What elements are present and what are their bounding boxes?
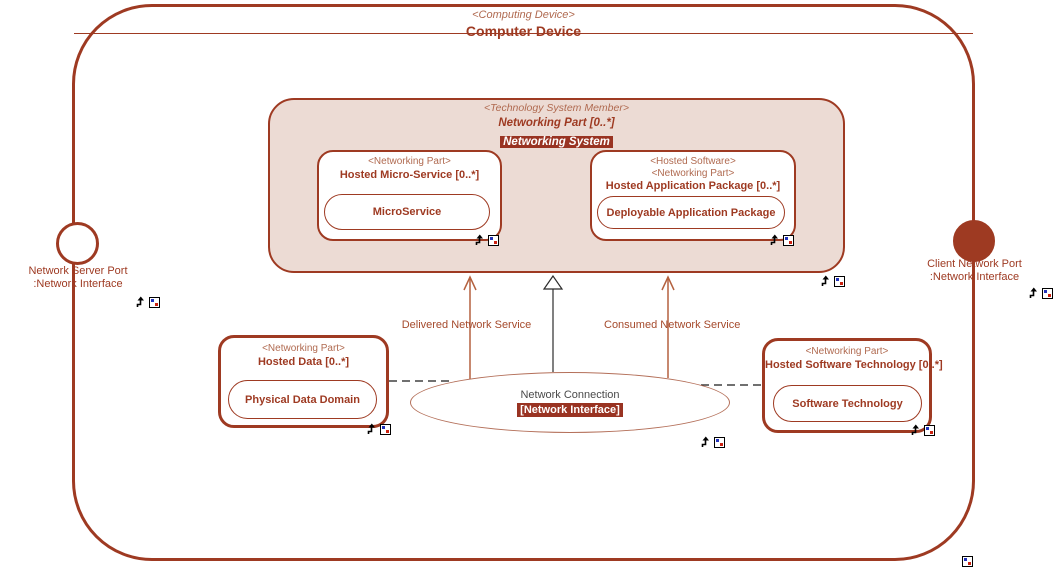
network-connection-name: Network Connection xyxy=(520,389,620,402)
app-package-stereotype-part: <Networking Part> xyxy=(651,167,735,179)
hosted-data-stereotype: <Networking Part> xyxy=(262,343,345,354)
network-connection-node[interactable]: Network Connection [Network Interface] xyxy=(410,372,730,433)
hosted-data-part-name: Hosted Data [0..*] xyxy=(257,355,350,368)
computer-device-title: <Computing Device> Computer Device xyxy=(75,9,972,40)
computer-device-node[interactable]: <Computing Device> Computer Device xyxy=(72,4,975,561)
diagram-icon[interactable] xyxy=(924,425,935,436)
app-package-decorations[interactable] xyxy=(770,234,794,246)
network-server-port-type: :Network Interface xyxy=(33,278,123,291)
navigate-icon[interactable] xyxy=(367,423,377,435)
network-server-port-label: Network Server Port :Network Interface xyxy=(8,265,148,291)
computer-device-name: Computer Device xyxy=(465,22,582,39)
diagram-icon[interactable] xyxy=(962,556,973,567)
hosted-software-technology-node[interactable]: <Networking Part> Hosted Software Techno… xyxy=(762,338,943,433)
computer-device-stereotype: <Computing Device> xyxy=(472,9,575,21)
networking-system-header: <Technology System Member> Networking Pa… xyxy=(270,102,843,151)
network-server-port[interactable] xyxy=(56,222,99,265)
app-package-type-node[interactable]: Deployable Application Package xyxy=(597,196,785,229)
network-server-port-name: Network Server Port xyxy=(28,265,128,277)
hosted-software-technology-part-name: Hosted Software Technology [0..*] xyxy=(765,358,943,371)
diagram-icon[interactable] xyxy=(488,235,499,246)
navigate-icon[interactable] xyxy=(911,424,921,436)
navigate-icon[interactable] xyxy=(1029,287,1039,299)
micro-service-part-name: Hosted Micro-Service [0..*] xyxy=(339,168,480,181)
navigate-icon[interactable] xyxy=(821,275,831,287)
diagram-icon[interactable] xyxy=(1042,288,1053,299)
networking-system-stereotype: <Technology System Member> xyxy=(484,102,629,114)
hosted-micro-service-node[interactable]: <Networking Part> Hosted Micro-Service [… xyxy=(317,150,502,241)
hosted-software-technology-decorations[interactable] xyxy=(911,424,935,436)
delivered-network-service-connector[interactable] xyxy=(463,275,477,379)
hosted-software-technology-type-node[interactable]: Software Technology xyxy=(773,385,922,422)
consumed-network-service-label[interactable]: Consumed Network Service xyxy=(604,319,741,331)
diagram-icon[interactable] xyxy=(783,235,794,246)
client-network-port-name: Client Network Port xyxy=(927,258,1022,270)
navigate-icon[interactable] xyxy=(701,436,711,448)
micro-service-type-label: MicroService xyxy=(372,206,442,218)
hosted-data-node[interactable]: <Networking Part> Hosted Data [0..*] Phy… xyxy=(218,335,389,428)
network-connection-decorations[interactable] xyxy=(701,436,725,448)
hosted-data-type-node[interactable]: Physical Data Domain xyxy=(228,380,377,419)
hosted-application-package-node[interactable]: <Hosted Software> <Networking Part> Host… xyxy=(590,150,796,241)
networking-system-name: Networking System xyxy=(500,135,613,148)
app-package-stereotype-hosted: <Hosted Software> xyxy=(650,156,736,167)
hosted-data-decorations[interactable] xyxy=(367,423,391,435)
delivered-network-service-label[interactable]: Delivered Network Service xyxy=(401,319,532,331)
micro-service-stereotype: <Networking Part> xyxy=(368,156,451,167)
navigate-icon[interactable] xyxy=(475,234,485,246)
client-port-decorations[interactable] xyxy=(1029,287,1053,299)
diagram-icon[interactable] xyxy=(149,297,160,308)
diagram-icon[interactable] xyxy=(714,437,725,448)
computer-device-decorations[interactable] xyxy=(962,556,973,567)
consumed-network-service-connector[interactable] xyxy=(661,275,675,378)
client-network-port-type: :Network Interface xyxy=(929,271,1020,284)
networking-system-decorations[interactable] xyxy=(821,275,845,287)
app-package-type-label: Deployable Application Package xyxy=(606,206,776,219)
hosted-software-technology-stereotype: <Networking Part> xyxy=(805,346,889,357)
hosted-data-type-label: Physical Data Domain xyxy=(245,393,360,406)
title-separator xyxy=(74,33,973,34)
micro-service-decorations[interactable] xyxy=(475,234,499,246)
server-port-decorations[interactable] xyxy=(136,296,160,308)
navigate-icon[interactable] xyxy=(770,234,780,246)
hosted-software-technology-type-label: Software Technology xyxy=(792,397,903,410)
diagram-icon[interactable] xyxy=(834,276,845,287)
generalization-connector[interactable] xyxy=(542,274,564,372)
navigate-icon[interactable] xyxy=(136,296,146,308)
network-connection-type: [Network Interface] xyxy=(517,402,623,417)
app-package-part-name: Hosted Application Package [0..*] xyxy=(605,180,781,192)
networking-system-part: Networking Part [0..*] xyxy=(498,116,615,129)
client-network-port-label: Client Network Port :Network Interface xyxy=(903,258,1046,284)
networking-system-node[interactable]: <Technology System Member> Networking Pa… xyxy=(268,98,845,273)
client-network-port[interactable] xyxy=(953,220,995,262)
diagram-icon[interactable] xyxy=(380,424,391,435)
micro-service-type-node[interactable]: MicroService xyxy=(324,194,490,230)
